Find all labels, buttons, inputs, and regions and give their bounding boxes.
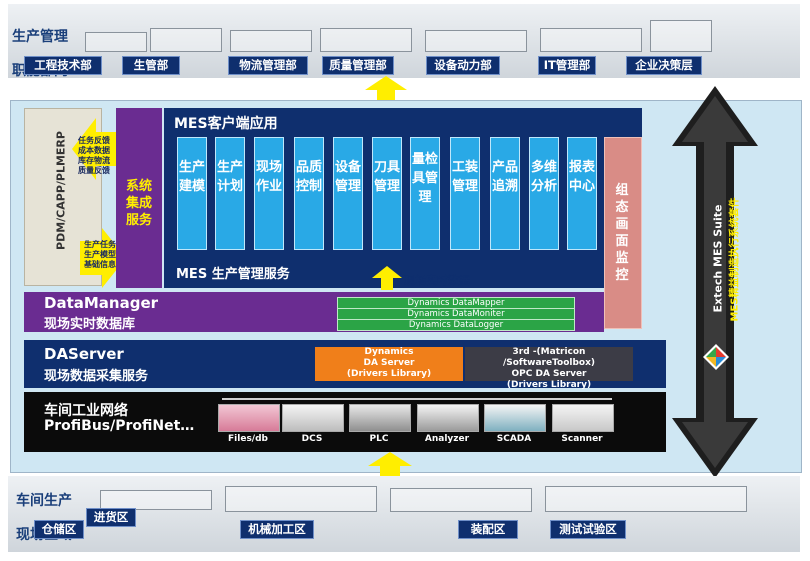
dept-decision: 企业决策层 [626,56,702,75]
device-label-plc: PLC [369,434,389,444]
dynamics-box-line: DA Server [363,358,415,368]
data-manager-title: DataManager [44,294,159,312]
scada-monitor-panel [604,137,642,329]
device-label-scada: SCADA [496,434,532,444]
suite-name-line1: Extech MES Suite [711,204,725,313]
feedback-line: 质量反馈 [78,166,110,175]
up-arrow-icon [368,452,412,480]
feedback-line: 任务反馈 [78,136,110,145]
zone-assembly: 装配区 [458,520,518,539]
opc-box-line: (Drivers Library) [506,380,592,390]
office-sketch [425,30,527,52]
files-db-icon [218,404,280,432]
task-line: 生产模型 [84,250,116,259]
realtime-data-label: 现场实时数据 [404,274,470,287]
module-equipment-mgmt: 设备管理 [333,137,363,250]
module-report-center: 报表中心 [567,137,597,250]
daserver-subtitle: 现场数据采集服务 [44,369,149,384]
dept-logistics: 物流管理部 [228,56,308,75]
dept-production-mgmt: 生管部 [122,56,180,75]
workshop-sketch [225,486,377,512]
workshop-sketch [100,490,212,510]
bottom-area-title: 车间生产 现场区域 [16,476,72,561]
office-sketch [150,28,222,52]
top-area-title-line1: 生产管理 [12,29,68,45]
opc-box-line: OPC DA Server [511,369,587,379]
office-sketch [230,30,312,52]
module-analytics: 多维分析 [529,137,559,250]
module-quality-control: 品质控制 [294,137,324,250]
zone-warehouse: 仓储区 [34,520,84,539]
task-line: 基础信息 [84,260,116,269]
zone-machining: 机械加工区 [240,520,314,539]
dcs-icon [282,404,344,432]
zone-receiving: 进货区 [86,508,136,527]
dept-quality: 质量管理部 [322,56,394,75]
feedback-line: 成本数据 [78,146,110,155]
bottom-area-title-line1: 车间生产 [16,493,72,509]
office-sketch [650,20,712,52]
network-subtitle: ProfiBus/ProfiNet… [44,418,195,434]
device-label-analyzer: Analyzer [424,434,470,444]
opc-box-line: 3rd -(Matricon /SoftwareToolbox) [502,347,596,368]
module-production-modeling: 生产建模 [177,137,207,250]
network-bus-line [222,398,612,400]
mes-client-title: MES客户端应用 [174,116,278,132]
module-field-operation: 现场作业 [254,137,284,250]
scada-monitor-label: 组态画面监控 [615,183,629,283]
office-sketch [320,28,412,52]
device-label-dcs: DCS [301,434,323,444]
dynamics-box-line: Dynamics [364,347,414,357]
dept-engineering: 工程技术部 [24,56,102,75]
task-list: 生产任务 生产模型 基础信息 [84,240,116,270]
suite-name-line2: MES精益制造执行系统套件 [729,197,741,322]
top-area-title: 生产管理 职能部门 [12,12,68,97]
module-gauge-mgmt: 量检具管理 [410,137,440,250]
dept-it: IT管理部 [538,56,596,75]
scanner-icon [552,404,614,432]
analyzer-icon [417,404,479,432]
data-manager-subtitle: 现场实时数据库 [44,317,136,332]
scada-icon [484,404,546,432]
module-production-planning: 生产计划 [215,137,245,250]
integration-service-label: 系统集成服务 [125,179,152,228]
feedback-line: 库存物流 [78,156,110,165]
erp-vertical-label: PDM/CAPP/PLMERP [54,131,68,250]
network-title: 车间工业网络 [44,403,128,419]
plc-icon [349,404,411,432]
dynamics-da-server-box: Dynamics DA Server (Drivers Library) [315,347,463,381]
module-traceability: 产品追溯 [490,137,520,250]
up-arrow-icon [372,266,402,290]
data-logger-bar: Dynamics DataLogger [337,319,575,331]
opc-da-server-box: 3rd -(Matricon /SoftwareToolbox) OPC DA … [465,347,633,390]
workshop-sketch [390,488,532,512]
mes-service-title: MES 生产管理服务 [176,267,290,282]
device-label-scanner: Scanner [561,434,603,444]
feedback-arrow-icon [72,118,118,180]
task-arrow-icon [80,228,126,288]
dynamics-box-line: (Drivers Library) [346,369,432,379]
suite-logo-icon [703,344,729,370]
module-tool-mgmt: 刀具管理 [372,137,402,250]
integration-service-panel [116,108,162,288]
zone-testing: 测试试验区 [550,520,626,539]
daserver-title: DAServer [44,345,124,363]
workshop-sketch [545,486,747,512]
task-line: 生产任务 [84,240,116,249]
device-label-files: Files/db [228,434,268,444]
up-arrow-icon [365,76,407,104]
office-sketch [540,28,642,52]
office-sketch [85,32,147,52]
bidirectional-arrow-icon [672,86,758,478]
dept-equipment: 设备动力部 [426,56,500,75]
feedback-list: 任务反馈 成本数据 库存物流 质量反馈 [78,136,110,176]
module-fixture-mgmt: 工装管理 [450,137,480,250]
